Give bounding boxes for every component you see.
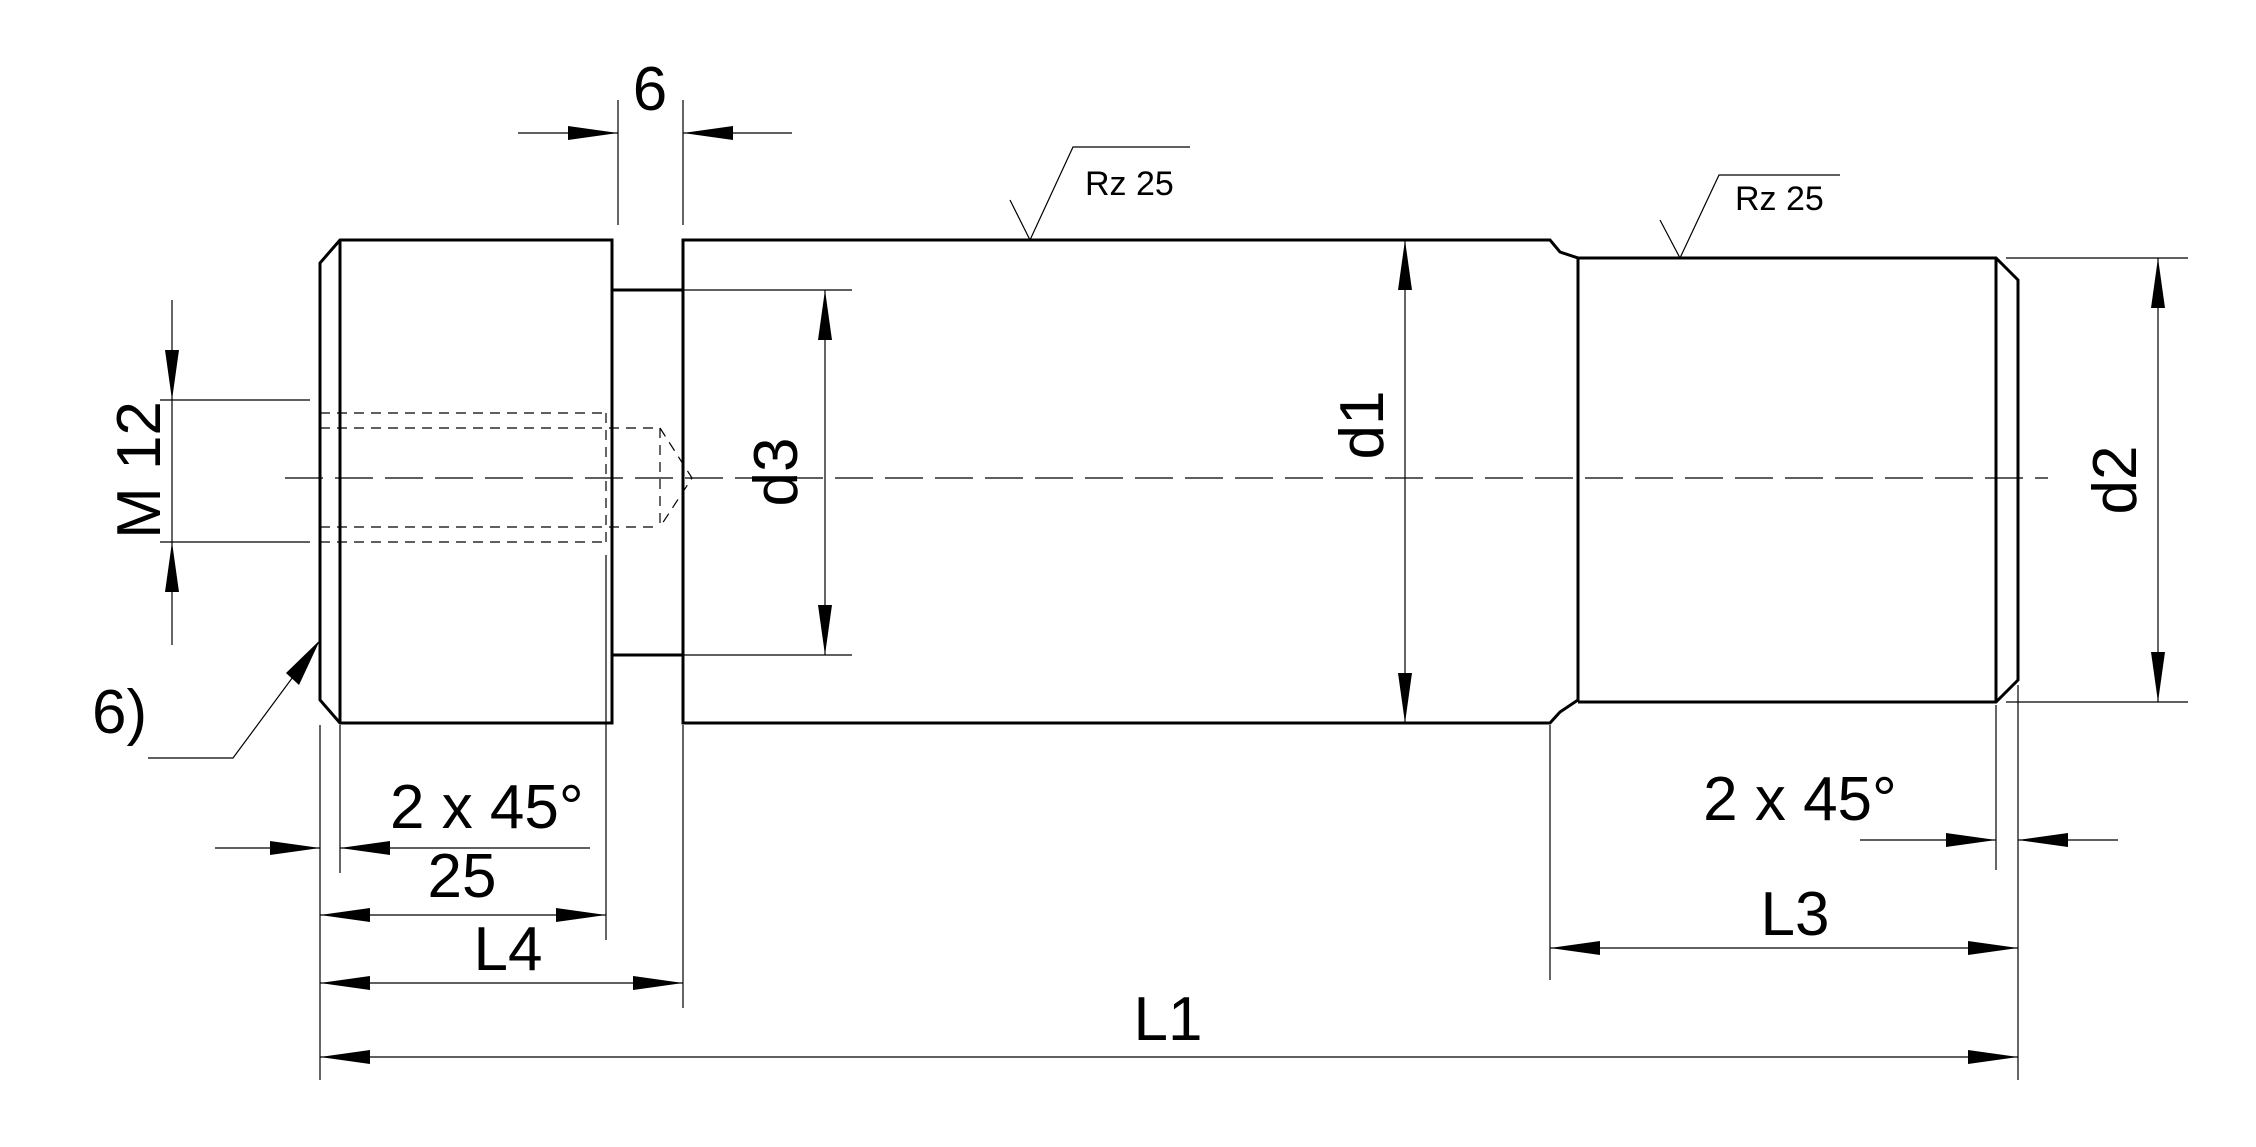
- roughness-pin: Rz 25: [1659, 174, 1840, 260]
- d3-label: d3: [742, 438, 811, 507]
- part-outline: [318, 238, 2020, 725]
- d1-label: d1: [1328, 391, 1397, 460]
- pin-section: [1578, 256, 2020, 704]
- chamfer-right-dimension: 2 x 45°: [1703, 765, 2118, 847]
- d2-label: d2: [2081, 446, 2150, 515]
- chamfer-right-label: 2 x 45°: [1703, 765, 1897, 834]
- note-leader: 6): [92, 640, 320, 759]
- d1-dimension: d1: [1328, 240, 1412, 723]
- chamfer-left-label: 2 x 45°: [390, 773, 584, 842]
- main-body: [681, 238, 1580, 725]
- groove-width-dimension: 6: [518, 55, 792, 225]
- groove-width-label: 6: [633, 55, 667, 124]
- note-ref-label: 6): [92, 678, 147, 747]
- roughness-pin-label: Rz 25: [1735, 180, 1824, 218]
- thread-depth-dimension: 25: [320, 842, 606, 922]
- d3-dimension: d3: [683, 289, 852, 656]
- l1-dimension: L1: [320, 985, 2018, 1064]
- roughness-body: Rz 25: [1009, 146, 1190, 242]
- chamfer-left-dimension: 2 x 45°: [215, 773, 590, 855]
- l4-dimension: L4: [320, 915, 683, 990]
- l3-label: L3: [1761, 880, 1830, 949]
- thread-dimension: M 12: [105, 300, 310, 645]
- thread-label: M 12: [105, 401, 174, 539]
- head-section: [318, 238, 614, 725]
- d2-dimension: d2: [2006, 257, 2188, 703]
- roughness-body-label: Rz 25: [1085, 165, 1174, 203]
- l1-label: L1: [1134, 985, 1203, 1054]
- l3-dimension: L3: [1550, 880, 2018, 955]
- l4-label: L4: [474, 915, 543, 984]
- thread-depth-label: 25: [428, 842, 497, 911]
